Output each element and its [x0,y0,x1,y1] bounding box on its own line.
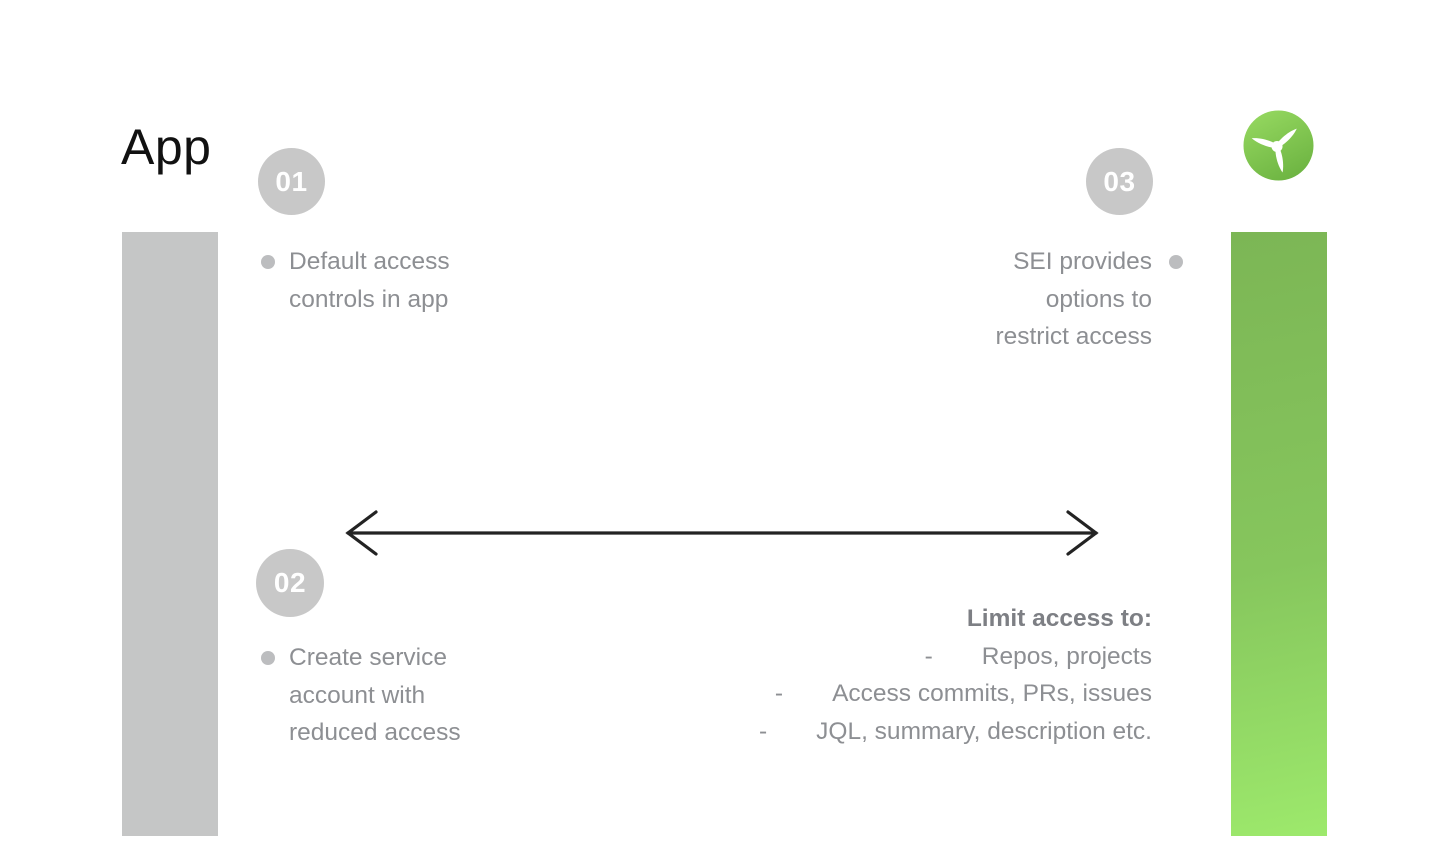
step3-line: restrict access [995,323,1152,350]
step3-line: SEI provides [1013,248,1152,275]
sei-column-bar [1231,232,1327,836]
step2-line: account with [289,681,426,709]
step3-text: SEI provides options to restrict access [995,243,1183,356]
step1-bullet-dot-icon [261,255,275,269]
limit-access-item: - Access commits, PRs, issues [759,675,1152,713]
dash-bullet-icon: - [774,680,784,707]
step3-bullet-dot-icon [1169,255,1183,269]
step2-line: reduced access [289,719,461,746]
double-headed-arrow-icon [340,508,1104,558]
limit-item-text: Access commits, PRs, issues [832,680,1152,707]
app-column-bar [122,232,218,836]
page-title: App [121,119,212,175]
dash-bullet-icon: - [758,717,768,745]
step2-badge: 02 [256,549,324,617]
step1-line: Default access [289,248,450,275]
step3-line: options to [1045,285,1152,313]
step1-text: Default access controls in app [261,243,450,318]
limit-access-item: - JQL, summary, description etc. [759,713,1152,751]
step3-badge: 03 [1086,148,1153,215]
step2-bullet-dot-icon [261,651,275,665]
limit-item-text: Repos, projects [981,642,1152,670]
limit-access-item: - Repos, projects [759,638,1152,676]
limit-access-list: Limit access to: - Repos, projects - Acc… [759,600,1152,750]
step1-line: controls in app [289,285,449,313]
step2-text: Create service account with reduced acce… [261,639,461,752]
dash-bullet-icon: - [924,642,933,670]
limit-access-title: Limit access to: [966,605,1152,632]
propeller-logo-icon [1243,110,1314,181]
step1-badge: 01 [258,148,325,215]
limit-item-text: JQL, summary, description etc. [816,717,1152,745]
step2-line: Create service [289,644,447,671]
